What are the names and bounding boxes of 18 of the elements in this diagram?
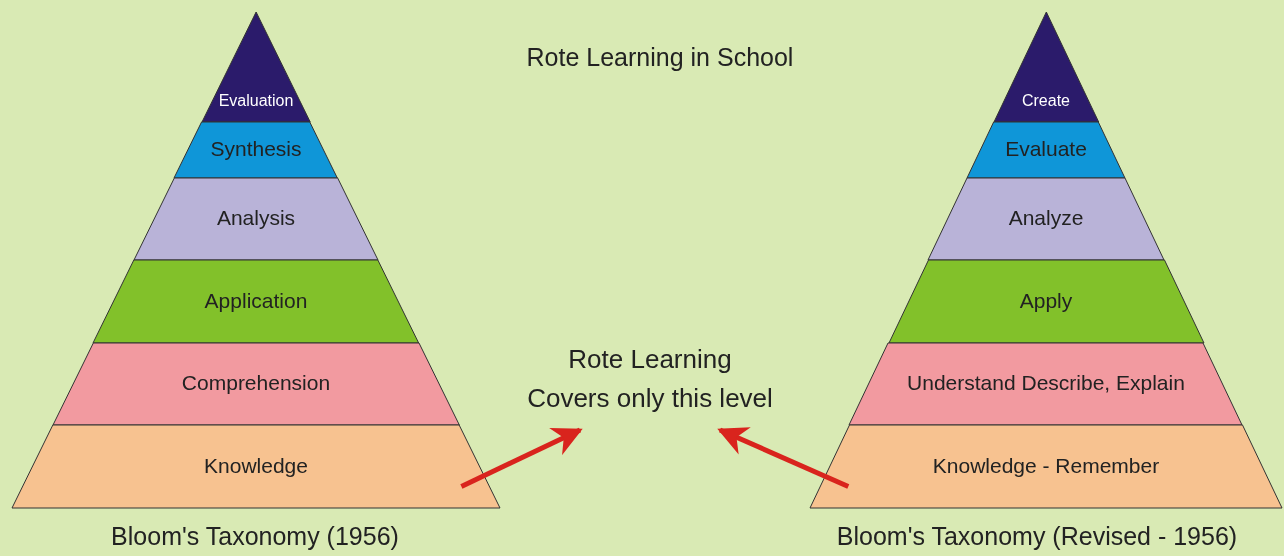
layer-label: Evaluation xyxy=(217,92,295,110)
layer-label: Knowledge xyxy=(203,453,309,478)
annotation-text: Rote Learning Covers only this level xyxy=(526,343,774,415)
pyramid-caption: Bloom's Taxonomy (Revised - 1956) xyxy=(835,522,1239,551)
arrow xyxy=(460,427,583,489)
layer-label: Synthesis xyxy=(209,137,303,161)
arrow xyxy=(717,427,850,489)
layer-label: Analyze xyxy=(1007,206,1085,230)
layer-label: Knowledge - Remember xyxy=(931,453,1161,478)
pyramid-caption: Bloom's Taxonomy (1956) xyxy=(110,522,400,551)
layer-label: Evaluate xyxy=(1004,137,1088,161)
layer-label: Understand Describe, Explain xyxy=(906,371,1186,395)
layer-label: Apply xyxy=(1018,288,1074,313)
layer-label: Comprehension xyxy=(180,371,332,395)
layer-label: Application xyxy=(203,288,309,313)
layer-label: Create xyxy=(1020,92,1071,110)
heading-text: Rote Learning in School xyxy=(525,43,795,72)
layer-label: Analysis xyxy=(215,206,297,230)
